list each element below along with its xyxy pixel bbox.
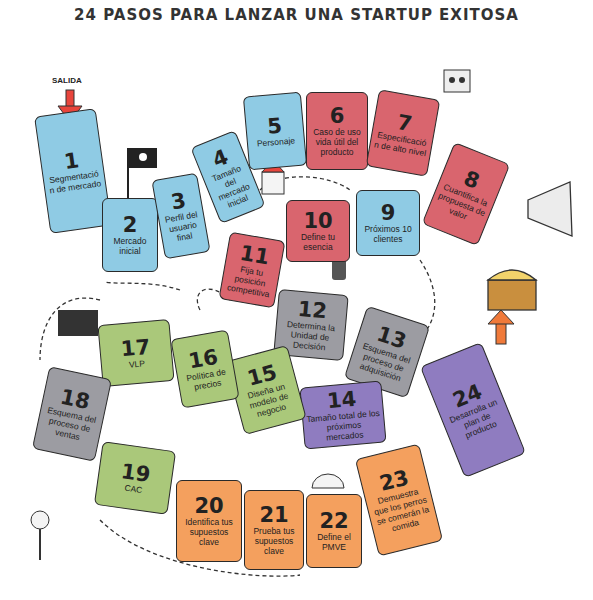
robot-eye — [449, 77, 455, 83]
step-label: Política de precios — [181, 366, 234, 394]
step-label: CAC — [124, 483, 143, 495]
step-number: 19 — [120, 460, 152, 486]
step-number: 22 — [319, 510, 348, 532]
step-segment: 21Prueba tus supuestos clave — [244, 490, 304, 570]
step-number: 17 — [120, 336, 151, 360]
step-number: 12 — [297, 298, 328, 322]
step-number: 3 — [169, 189, 187, 213]
step-label: Identifica tus supuestos clave — [180, 517, 238, 547]
pirate-flag — [128, 148, 157, 205]
step-label: Define tu esencia — [290, 232, 346, 252]
step-label: Cuantifica la propuesta de valor — [432, 181, 491, 228]
step-segment: 24Desarrolla un plan de producto — [420, 342, 526, 478]
step-label: Segmentación de mercado — [46, 168, 102, 195]
step-number: 9 — [381, 202, 396, 224]
step-label: Caso de uso vida útil del producto — [310, 127, 364, 157]
megaphone — [528, 182, 572, 236]
goal-arrow — [488, 310, 514, 344]
robot — [444, 70, 470, 92]
step-number: 7 — [396, 111, 414, 135]
step-segment: 7Especificación de alto nivel — [366, 89, 441, 177]
castle — [262, 172, 284, 194]
step-segment: 9Próximos 10 clientes — [356, 190, 420, 256]
step-number: 2 — [123, 214, 138, 236]
flag — [129, 148, 157, 168]
step-number: 1 — [63, 149, 81, 173]
step-number: 21 — [259, 504, 288, 526]
step-segment: 23Demuestra que los perros se comerán la… — [355, 444, 443, 557]
goal-arrow — [488, 310, 514, 324]
step-segment: 20Identifica tus supuestos clave — [176, 480, 242, 562]
step-label: Tamaño total de los próximos mercados — [306, 408, 382, 444]
step-number: 20 — [194, 495, 223, 517]
dashed-trail — [40, 298, 100, 360]
flag-pole — [127, 148, 129, 205]
step-segment: 22Define el PMVE — [306, 494, 362, 568]
figure-body — [39, 529, 41, 560]
step-label: Prueba tus supuestos clave — [248, 526, 300, 556]
step-number: 14 — [326, 388, 357, 412]
step-label: Especificación de alto nivel — [373, 129, 430, 158]
step-segment: 10Define tu esencia — [286, 200, 350, 262]
step-label: Diseña un modelo de negocio — [238, 379, 300, 422]
step-label: Demuestra que los perros se comerán la c… — [369, 484, 435, 537]
step-label: Próximos 10 clientes — [360, 224, 416, 244]
step-number: 10 — [303, 210, 332, 232]
step-segment: 18Esquema del proceso de ventas — [32, 366, 112, 461]
step-segment: 19CAC — [94, 441, 176, 515]
robot — [444, 70, 470, 92]
goal-arrow — [496, 322, 506, 344]
step-segment: 2Mercado inicial — [102, 198, 158, 272]
step-segment: 17VLP — [97, 319, 174, 387]
step-segment: 16Política de precios — [170, 329, 239, 408]
step-number: 5 — [266, 114, 282, 137]
step-label: Esquema del proceso de adquisición — [351, 339, 415, 385]
chalkboard — [58, 310, 98, 336]
step-label: Personaje — [256, 135, 295, 148]
treasure-chest — [488, 270, 536, 310]
start-arrow — [66, 90, 74, 108]
step-segment: 11Fija tu posición competitiva — [219, 232, 286, 309]
treasure-chest — [488, 280, 536, 310]
step-segment: 1Segmentación de mercado — [34, 108, 112, 233]
step-label: Fija tu posición competitiva — [224, 262, 276, 300]
figure-head — [31, 511, 49, 529]
step-number: 6 — [330, 105, 345, 127]
treasure-gold — [488, 270, 536, 280]
step-label: Perfil del usuario final — [162, 209, 205, 245]
dashed-trail — [105, 282, 180, 290]
step-label: Mercado inicial — [106, 236, 154, 256]
step-segment: 3Perfil del usuario final — [151, 173, 210, 260]
step-label: Tamaño del mercado inicial — [206, 161, 258, 213]
step-segment: 5Personaje — [243, 92, 307, 171]
title: 24 PASOS PARA LANZAR UNA STARTUP EXITOSA — [0, 6, 593, 24]
start-label: SALIDA — [52, 76, 82, 85]
step-segment: 14Tamaño total de los próximos mercados — [299, 381, 386, 450]
step-segment: 6Caso de uso vida útil del producto — [306, 92, 368, 170]
step-segment: 8Cuantifica la propuesta de valor — [422, 142, 511, 246]
skull — [139, 153, 147, 161]
step-label: Esquema del proceso de ventas — [39, 404, 100, 445]
robot-eye — [459, 77, 465, 83]
igloo — [312, 474, 344, 488]
step-label: VLP — [129, 358, 146, 369]
step-label: Define el PMVE — [310, 532, 358, 552]
